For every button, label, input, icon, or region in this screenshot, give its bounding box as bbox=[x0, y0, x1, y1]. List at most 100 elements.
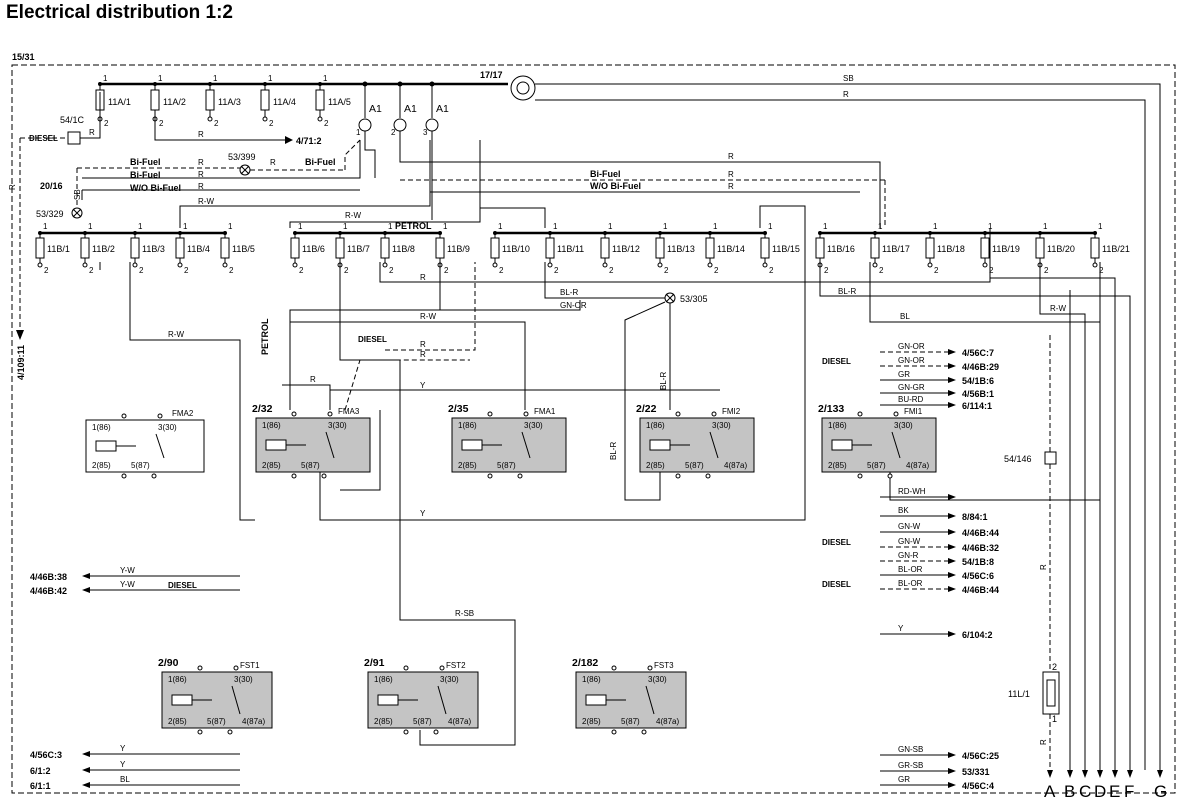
pin-87: 5(87) bbox=[131, 461, 150, 470]
diesel-label: DIESEL bbox=[29, 134, 58, 143]
right-output: BL-OR4/56C:6 bbox=[880, 565, 994, 581]
pin-87: 5(87) bbox=[301, 461, 320, 470]
right-output: Y6/104:2 bbox=[880, 624, 993, 640]
fuse-pin-bottom: 2 bbox=[989, 266, 994, 275]
left-output: BL6/1:1 bbox=[30, 775, 240, 791]
bus-letter: E bbox=[1109, 782, 1120, 801]
wire-color-blr: BL-R bbox=[609, 442, 618, 460]
relay-id: 2/22 bbox=[636, 403, 657, 415]
output-destination: 4/46B:29 bbox=[962, 362, 999, 372]
fuse-pin-bottom: 2 bbox=[89, 266, 94, 275]
wire-color-bl: BL bbox=[900, 312, 910, 321]
fuse-11l1-pin-top: 2 bbox=[1052, 662, 1057, 672]
page-title: Electrical distribution 1:2 bbox=[6, 2, 233, 23]
pin-30: 3(30) bbox=[894, 421, 913, 430]
pin-30: 3(30) bbox=[440, 675, 459, 684]
wire-color: GN-R bbox=[898, 551, 919, 560]
fuse-pin-top: 1 bbox=[343, 222, 348, 231]
bifuel-label-1: Bi-Fuel bbox=[130, 157, 161, 167]
output-destination: 6/1:1 bbox=[30, 781, 51, 791]
left-output: Y4/56C:3 bbox=[30, 744, 240, 760]
c53-399-label: 53/399 bbox=[228, 152, 256, 162]
left-outputs: Y-W4/46B:38Y-W4/46B:42DIESELY4/56C:3Y6/1… bbox=[30, 566, 240, 791]
wire-color-r: R bbox=[728, 170, 734, 179]
fuse-label: 11B/12 bbox=[612, 244, 640, 254]
fuse-label: 11B/10 bbox=[502, 244, 530, 254]
fuse-11b-6: 11B/612 bbox=[290, 222, 325, 275]
a1-pin: 3 bbox=[423, 128, 428, 137]
fuse-pin-top: 1 bbox=[213, 74, 218, 83]
fuse-11l1-pin-bottom: 1 bbox=[1052, 714, 1057, 724]
pin-85: 2(85) bbox=[168, 717, 187, 726]
fuse-pin-bottom: 2 bbox=[389, 266, 394, 275]
bus-letter: D bbox=[1094, 782, 1106, 801]
fuse-label: 11A/5 bbox=[328, 97, 351, 107]
fuse-label: 11A/2 bbox=[163, 97, 186, 107]
diesel-label-mid: DIESEL bbox=[358, 335, 387, 344]
fuse-pin-bottom: 2 bbox=[299, 266, 304, 275]
wire-color-rsb: R-SB bbox=[455, 609, 474, 618]
dest-4-71-2: 4/71:2 bbox=[296, 136, 322, 146]
right-output: BU-RD6/114:1 bbox=[880, 395, 992, 411]
c54-146-connector bbox=[1044, 451, 1057, 465]
fuse-pin-top: 1 bbox=[933, 222, 938, 231]
wire-color-rw: R-W bbox=[345, 211, 361, 220]
fuse-label: 11B/16 bbox=[827, 244, 855, 254]
bifuel-label-2: Bi-Fuel bbox=[130, 170, 161, 180]
pin-86: 1(86) bbox=[168, 675, 187, 684]
fuse-pin-top: 1 bbox=[298, 222, 303, 231]
fuse-pin-bottom: 2 bbox=[344, 266, 349, 275]
fuse-label: 11B/5 bbox=[232, 244, 255, 254]
fuse-pin-bottom: 2 bbox=[444, 266, 449, 275]
wire-color-gnor: GN-OR bbox=[560, 301, 587, 310]
fuses-11b: 11B/11211B/21211B/31211B/41211B/51211B/6… bbox=[35, 222, 1130, 275]
output-destination: 4/56C:7 bbox=[962, 348, 994, 358]
fuse-pin-bottom: 2 bbox=[499, 266, 504, 275]
wire-color: Y bbox=[898, 624, 904, 633]
wire-color-r: R bbox=[728, 182, 734, 191]
fuse-label: 11B/8 bbox=[392, 244, 415, 254]
bus-letter: A bbox=[1044, 782, 1056, 801]
output-destination: 4/56C:4 bbox=[962, 781, 994, 791]
fuse-pin-top: 1 bbox=[388, 222, 393, 231]
pin-87a: 4(87a) bbox=[242, 717, 265, 726]
right-output: GN-W4/46B:44 bbox=[880, 522, 999, 538]
wire-color: GR bbox=[898, 775, 910, 784]
pin-85: 2(85) bbox=[646, 461, 665, 470]
fuse-pin-top: 1 bbox=[768, 222, 773, 231]
fuse-label: 11A/4 bbox=[273, 97, 296, 107]
diesel-note: DIESEL bbox=[822, 538, 851, 547]
wire-color-r: R bbox=[420, 340, 426, 349]
wire-color-rw: R-W bbox=[1050, 304, 1066, 313]
fuse-pin-top: 1 bbox=[1043, 222, 1048, 231]
fuse-pin-top: 1 bbox=[608, 222, 613, 231]
fuse-label: 11A/1 bbox=[108, 97, 131, 107]
fuse-pin-bottom: 2 bbox=[104, 119, 109, 128]
wire-color: Y-W bbox=[120, 566, 135, 575]
fuse-pin-bottom: 2 bbox=[44, 266, 49, 275]
fuse-11b-8: 11B/8 1 2 bbox=[380, 222, 415, 275]
diagram-frame bbox=[11, 64, 1176, 794]
fuse-label: 11B/2 bbox=[92, 244, 115, 254]
fuse-label: 11B/9 bbox=[447, 244, 470, 254]
bifuel-label-3: Bi-Fuel bbox=[305, 157, 336, 167]
relay-name: FMI1 bbox=[904, 407, 923, 416]
fuse-label: 11B/14 bbox=[717, 244, 745, 254]
pin-86: 1(86) bbox=[92, 423, 111, 432]
pin-87: 5(87) bbox=[497, 461, 516, 470]
bus-letter: G bbox=[1154, 782, 1167, 801]
fuse-pin-bottom: 2 bbox=[184, 266, 189, 275]
pin-85: 2(85) bbox=[458, 461, 477, 470]
fuse-11b-7: 11B/712 bbox=[335, 222, 370, 275]
fuse-pin-bottom: 2 bbox=[269, 119, 274, 128]
diesel-note: DIESEL bbox=[822, 580, 851, 589]
